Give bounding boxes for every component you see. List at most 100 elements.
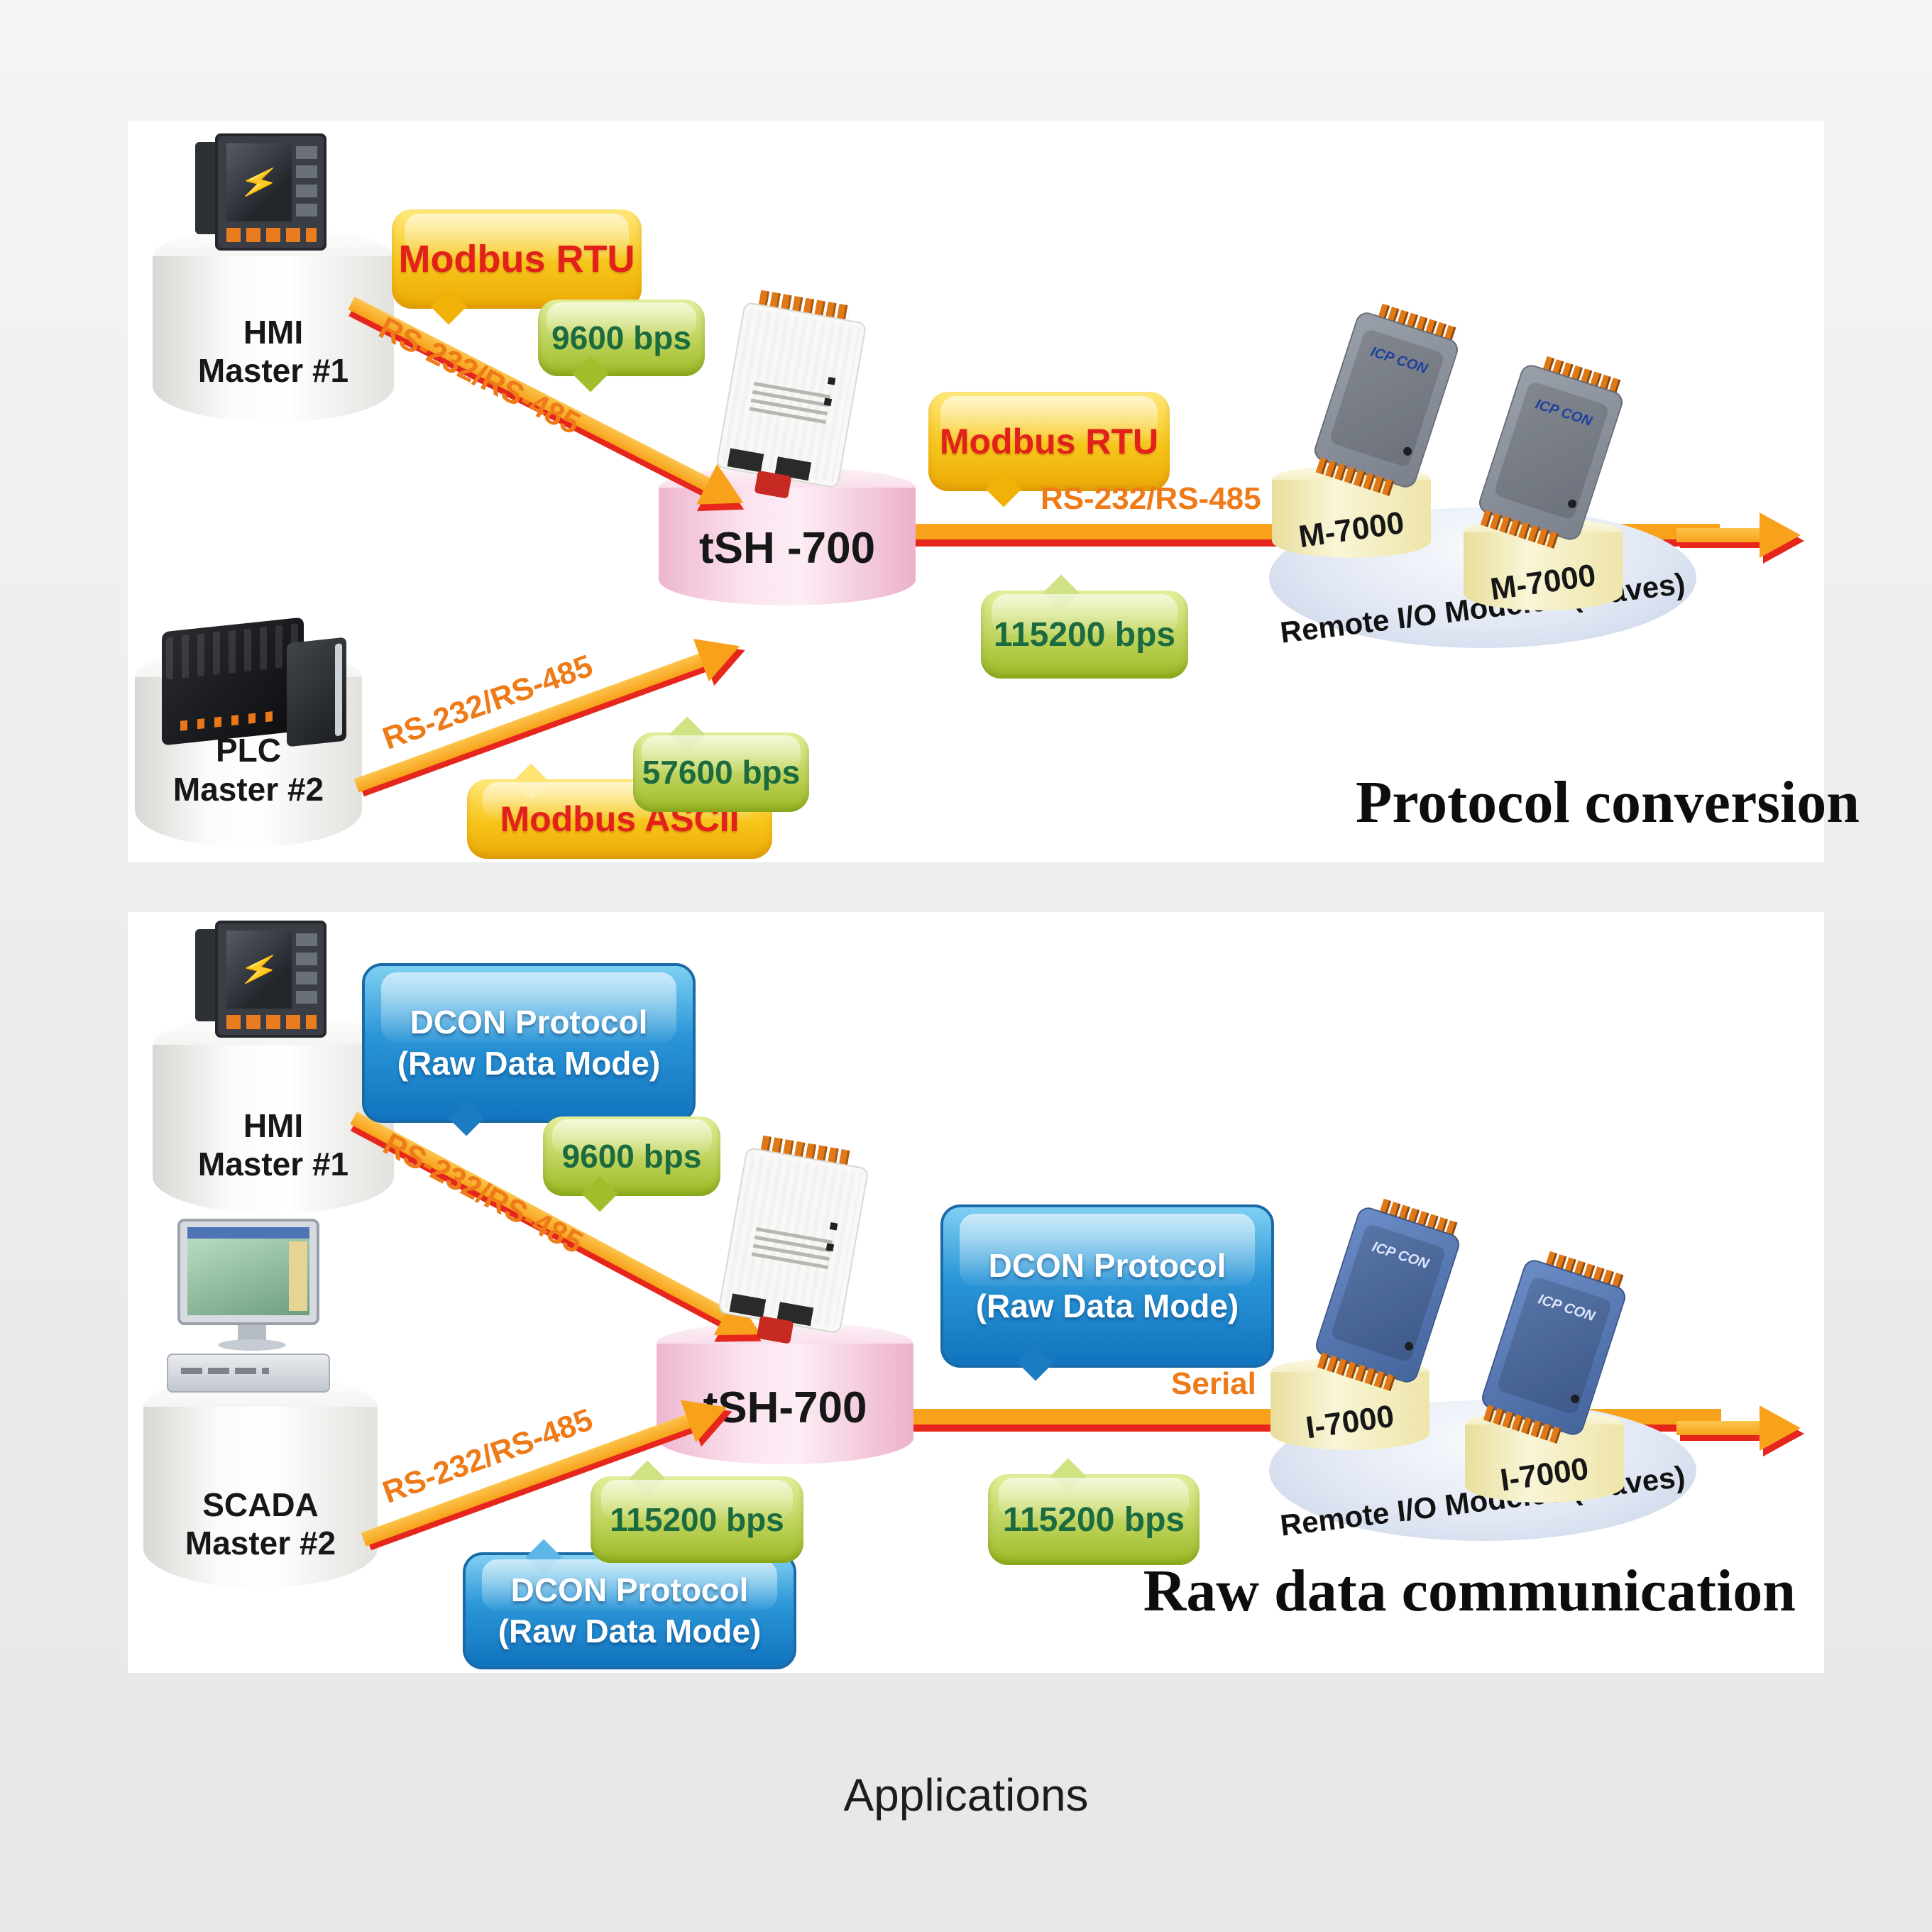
speed-115200-bubble: 115200 bps <box>981 574 1188 679</box>
hmi-label-line1: HMI <box>243 314 304 351</box>
bubble-text-line1: DCON Protocol <box>410 1004 648 1041</box>
hmi-screen: ⚡ <box>226 931 292 1009</box>
monitor-screen <box>187 1227 309 1315</box>
speed-9600-bubble: 9600 bps <box>543 1116 720 1212</box>
plc-body <box>162 617 304 746</box>
i7000-module-1: ICP CON <box>1309 1192 1466 1398</box>
hmi-device: ⚡ <box>195 133 326 251</box>
icpcon-logo: ICP CON <box>1368 344 1429 378</box>
icpcon-logo: ICP CON <box>1370 1239 1431 1273</box>
scada-label-line2: Master #2 <box>185 1525 336 1562</box>
hmi-master-cylinder: HMI Master #1 <box>153 1015 394 1214</box>
bubble-text-line2: (Raw Data Mode) <box>498 1612 762 1650</box>
arrow-head-icon <box>693 625 748 682</box>
bubble-text: 9600 bps <box>561 1138 702 1175</box>
bubble-text: Modbus RTU <box>939 422 1159 461</box>
bubble-tail-icon <box>985 471 1022 507</box>
led-icon <box>823 397 833 407</box>
plc-ports-icon <box>180 711 273 731</box>
red-connector-icon <box>756 1315 794 1344</box>
monitor-frame <box>177 1219 319 1325</box>
hmi-label-line2: Master #1 <box>197 1146 349 1183</box>
hmi-keys-icon <box>296 933 317 1006</box>
bubble-tail-icon <box>572 356 609 393</box>
slaves-exit-arrow <box>1676 1405 1801 1451</box>
bubble-text-line1: DCON Protocol <box>988 1246 1226 1284</box>
bubble-text: 9600 bps <box>551 319 691 356</box>
bubble-text: 115200 bps <box>993 615 1176 654</box>
hmi-keys-icon <box>296 146 317 219</box>
hmi-master-label: HMI Master #1 <box>153 313 394 390</box>
protocol-conversion-panel: ⚡ HMI Master #1 RS-232/RS-485 Modbus RTU… <box>128 121 1860 862</box>
cylinder-body <box>659 488 916 605</box>
plc-master-label: PLC Master #2 <box>135 731 362 808</box>
led-icon <box>825 1243 835 1252</box>
bubble-tail-icon <box>1050 1458 1087 1495</box>
bubble-text: 57600 bps <box>642 754 801 791</box>
panel2-title: Raw data communication <box>1143 1558 1796 1624</box>
arrow-shaft <box>1676 1421 1764 1435</box>
bubble-tail-icon <box>1017 1344 1054 1381</box>
cylinder-body <box>153 1045 394 1214</box>
speed-115200-bubble-left: 115200 bps <box>591 1460 803 1563</box>
toolbar-icon <box>289 1241 307 1311</box>
bubble-tail-icon <box>430 288 467 325</box>
module-panel: ICP CON <box>1329 1223 1447 1363</box>
hmi-master-cylinder: HMI Master #1 <box>153 227 394 422</box>
dcon-protocol-bubble-1: DCON Protocol (Raw Data Mode) <box>362 963 696 1136</box>
scada-master-cylinder: SCADA Master #2 <box>143 1375 378 1588</box>
hmi-label-line2: Master #1 <box>197 352 349 390</box>
dcon-protocol-bubble-3: DCON Protocol (Raw Data Mode) <box>463 1539 796 1669</box>
arrow-shaft <box>1676 528 1764 542</box>
slaves-exit-arrow <box>1676 512 1801 558</box>
module-panel: ICP CON <box>1493 380 1610 521</box>
bubble-text: 115200 bps <box>1002 1500 1185 1539</box>
panel1-title: Protocol conversion <box>1356 769 1860 835</box>
lightning-icon: ⚡ <box>236 161 282 204</box>
bubble-tail-icon <box>629 1460 666 1497</box>
speed-115200-bubble: 115200 bps <box>988 1458 1200 1565</box>
plc-label-line2: Master #2 <box>172 770 324 808</box>
hmi-device: ⚡ <box>195 921 326 1038</box>
bubble-text-line2: (Raw Data Mode) <box>397 1044 661 1082</box>
tsh700-cylinder: tSH-700 <box>657 1322 913 1464</box>
page-caption: Applications <box>843 1769 1089 1821</box>
tsh700-label: tSH-700 <box>703 1383 867 1432</box>
bubble-tail-icon <box>581 1175 618 1212</box>
arrow-head-icon <box>1760 512 1801 558</box>
scada-master-label: SCADA Master #2 <box>143 1486 378 1563</box>
bubble-text-line1: DCON Protocol <box>510 1571 749 1608</box>
red-connector-icon <box>754 470 792 499</box>
hmi-label-line1: HMI <box>243 1107 304 1144</box>
module-panel: ICP CON <box>1328 328 1446 468</box>
modbus-rtu-bubble-2: Modbus RTU <box>928 392 1170 507</box>
scada-label-line1: SCADA <box>202 1486 319 1523</box>
arrow-head-icon <box>1760 1405 1801 1451</box>
bubble-tail-icon <box>669 716 706 753</box>
hmi-buttons-icon <box>226 228 317 242</box>
hmi-master-label: HMI Master #1 <box>153 1107 394 1184</box>
bubble-text: Modbus RTU <box>398 238 635 280</box>
serial-link-label: Serial <box>1171 1366 1256 1401</box>
icpcon-logo: ICP CON <box>1533 396 1594 430</box>
plc-fins-icon <box>166 623 300 680</box>
scada-device <box>167 1219 330 1396</box>
cylinder-body <box>657 1344 913 1464</box>
output-link-label: RS-232/RS-485 <box>1041 481 1261 516</box>
bubble-text-line2: (Raw Data Mode) <box>975 1288 1239 1324</box>
tsh700-label: tSH -700 <box>698 524 876 573</box>
cylinder-body <box>153 256 394 422</box>
cylinder-body <box>1272 479 1431 558</box>
bubble-tail-icon <box>1043 574 1080 611</box>
monitor-base <box>218 1339 286 1351</box>
modbus-rtu-bubble-1: Modbus RTU <box>392 209 642 325</box>
speed-9600-bubble: 9600 bps <box>538 300 705 393</box>
hmi-buttons-icon <box>226 1015 317 1029</box>
hmi-screen: ⚡ <box>226 143 292 221</box>
bubble-text: 115200 bps <box>610 1501 784 1538</box>
lightning-icon: ⚡ <box>236 948 282 992</box>
module-panel: ICP CON <box>1495 1275 1613 1416</box>
hmi-frame: ⚡ <box>215 921 326 1038</box>
raw-data-communication-panel: ⚡ HMI Master #1 DCON Protocol (Raw Data … <box>128 912 1824 1673</box>
